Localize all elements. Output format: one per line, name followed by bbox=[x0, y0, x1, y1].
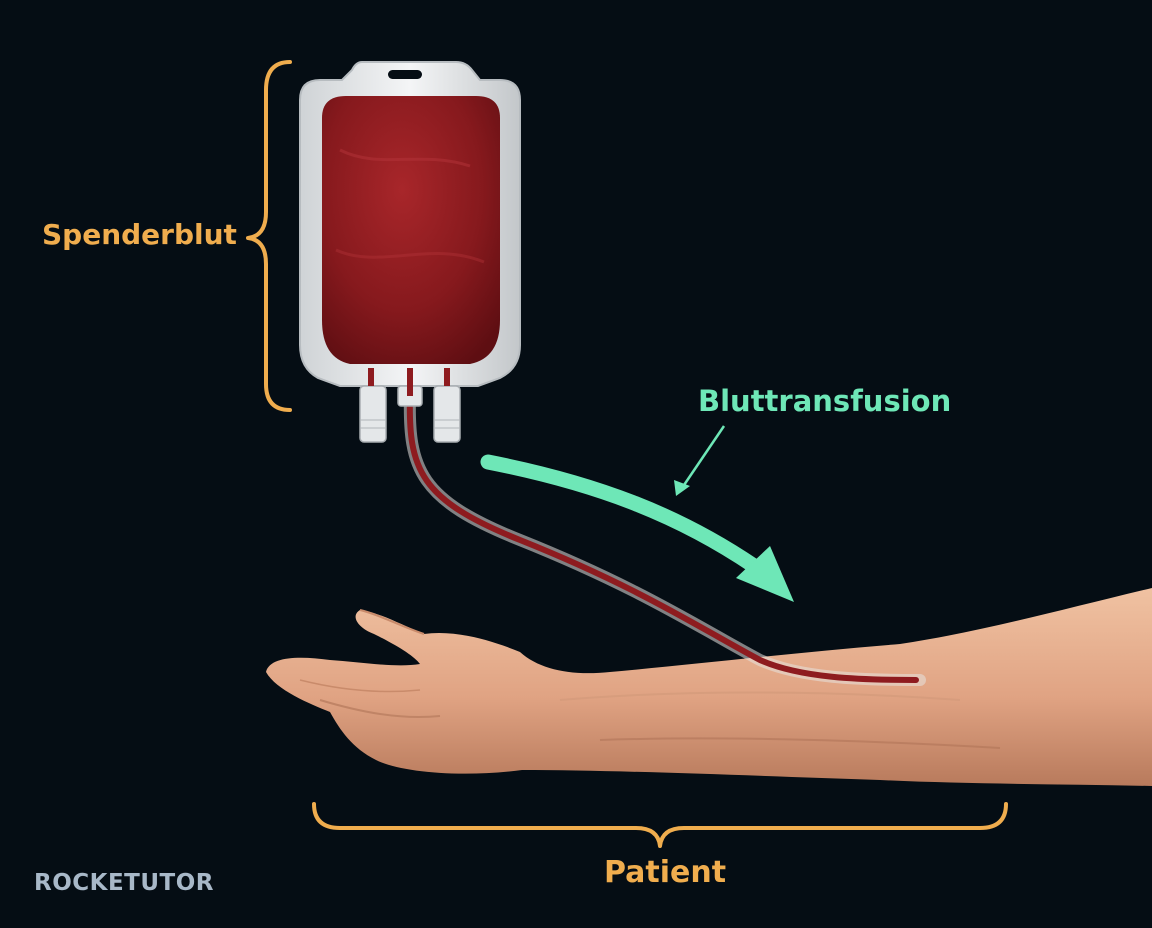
flow-arrow-icon bbox=[480, 454, 794, 602]
iv-tube-icon bbox=[403, 389, 926, 686]
donor-blood-label: Spenderblut bbox=[42, 218, 237, 251]
patient-bracket bbox=[312, 802, 1008, 848]
brand-logo: ROCKETUTOR bbox=[34, 870, 214, 896]
patient-arm-icon bbox=[266, 588, 1152, 786]
blood-bag-icon bbox=[299, 61, 521, 443]
patient-label: Patient bbox=[604, 855, 727, 890]
transfusion-pointer bbox=[674, 425, 726, 496]
donor-bracket bbox=[246, 60, 292, 412]
transfusion-label: Bluttransfusion bbox=[698, 384, 952, 418]
